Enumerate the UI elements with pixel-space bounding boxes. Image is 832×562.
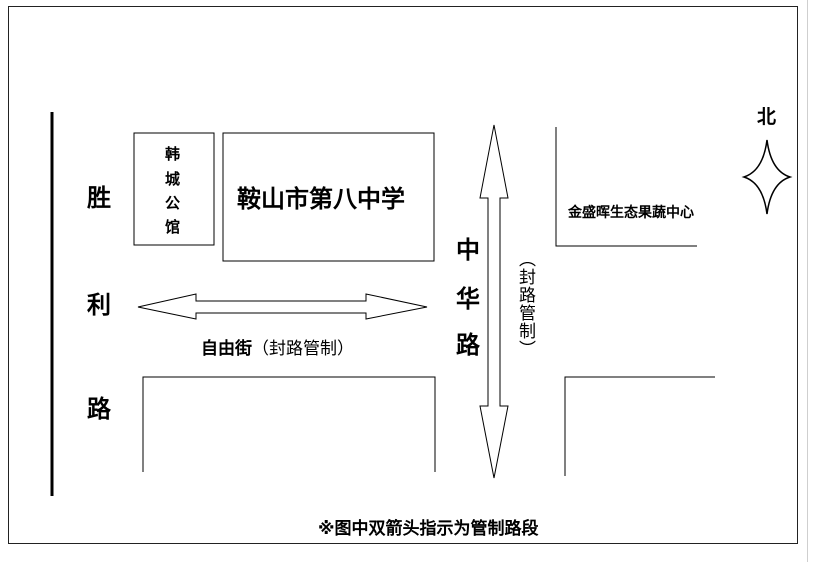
shengli-road-char-1: 胜 xyxy=(87,184,111,212)
north-label: 北 xyxy=(757,106,777,128)
hancheng-char-2: 城 xyxy=(165,170,181,188)
zhonghua-double-arrow xyxy=(479,124,509,479)
map-frame xyxy=(8,6,798,544)
shengli-road-char-2: 利 xyxy=(87,291,111,319)
zhonghua-road-char-3: 路 xyxy=(456,331,480,359)
hancheng-char-1: 韩 xyxy=(165,145,181,163)
ziyou-street-label: 自由街（封路管制） xyxy=(201,334,354,359)
page-edge xyxy=(807,0,808,562)
block-southeast-outline xyxy=(564,376,715,476)
school-name: 鞍山市第八中学 xyxy=(237,185,405,213)
hancheng-char-4: 馆 xyxy=(165,218,181,236)
block-southwest-outline xyxy=(142,376,436,472)
map-footnote: ※图中双箭头指示为管制路段 xyxy=(318,519,539,539)
hancheng-char-3: 公 xyxy=(165,194,181,212)
hancheng-building-outline xyxy=(133,132,215,246)
ziyou-control-note: （封路管制） xyxy=(252,339,354,359)
shengli-road-char-3: 路 xyxy=(87,395,111,423)
block-northeast-outline xyxy=(555,127,697,247)
zhonghua-road-char-1: 中 xyxy=(456,236,480,264)
north-compass-star-icon xyxy=(741,139,793,215)
ziyou-double-arrow xyxy=(137,293,428,320)
ziyou-street-name: 自由街 xyxy=(201,339,252,359)
zhonghua-road-char-2: 华 xyxy=(456,285,480,313)
market-name: 金盛晖生态果蔬中心 xyxy=(568,205,694,221)
zhonghua-control-note: （封路管制） xyxy=(515,250,535,358)
school-building-outline xyxy=(222,132,435,262)
